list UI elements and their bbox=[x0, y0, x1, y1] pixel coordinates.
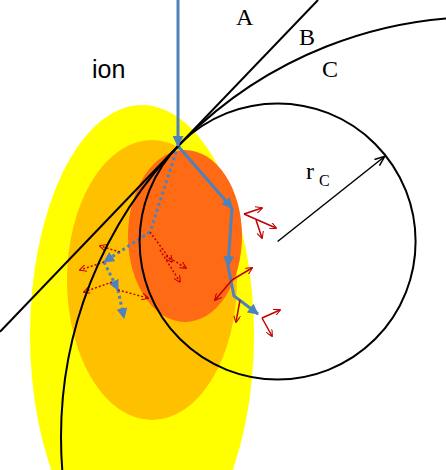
primary-track bbox=[178, 146, 258, 314]
radius-symbol: r bbox=[306, 158, 314, 184]
circle-b bbox=[61, 17, 446, 470]
outer-region bbox=[30, 105, 254, 470]
radius-arrow bbox=[278, 157, 384, 242]
projectile-label: ion bbox=[92, 56, 125, 84]
curve-label: A bbox=[236, 4, 253, 30]
secondary-recoils bbox=[215, 208, 280, 336]
curve-label: B bbox=[299, 24, 315, 50]
ion-arrow bbox=[177, 0, 180, 146]
alt-secondary-recoils bbox=[80, 232, 186, 298]
curve-label: C bbox=[322, 56, 338, 82]
circle-c bbox=[140, 104, 416, 380]
radius-subscript: C bbox=[319, 172, 330, 190]
